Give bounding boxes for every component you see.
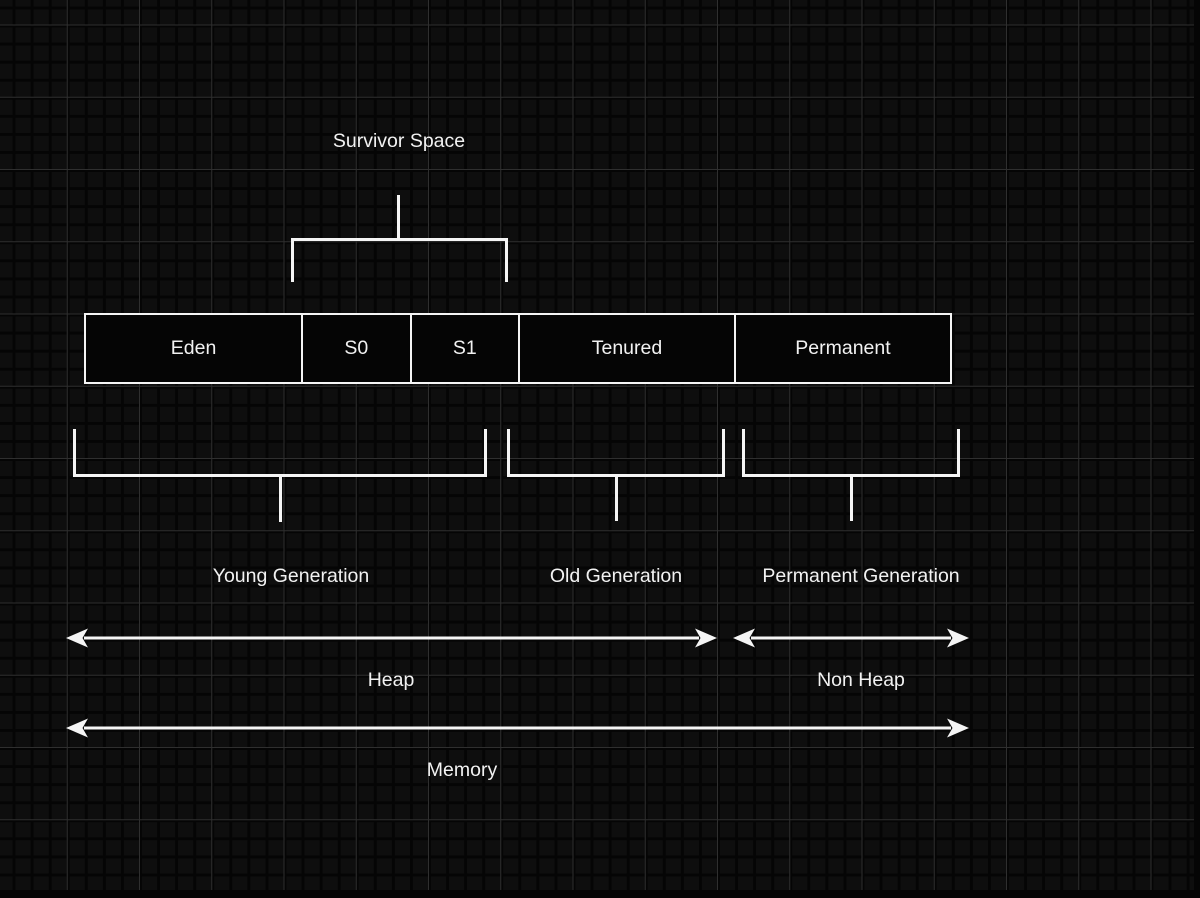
non-heap-label: Non Heap [817,669,905,691]
memory-arrow [66,718,969,738]
memory-box-label: Permanent [795,337,891,359]
memory-box-label: Eden [170,337,217,359]
memory-box-eden: Eden [86,315,301,382]
memory-box-label: S1 [452,337,477,359]
bottom-edge-bar [0,890,1200,898]
right-edge-bar [1194,0,1200,898]
heap-label: Heap [367,669,415,691]
memory-box-s1: S1 [409,315,518,382]
survivor-space-label: Survivor Space [332,130,466,152]
non-heap-arrow [733,628,969,648]
young-generation-label: Young Generation [212,565,370,587]
heap-arrow [66,628,717,648]
old-generation-label: Old Generation [549,565,683,587]
memory-box-s0: S0 [301,315,409,382]
memory-box-tenured: Tenured [517,315,734,382]
permanent-generation-bracket [742,429,960,521]
memory-boxes-row: Eden S0 S1 Tenured Permanent [84,313,952,384]
old-generation-bracket [507,429,725,521]
permanent-generation-label: Permanent Generation [762,565,960,587]
memory-box-permanent: Permanent [733,315,950,382]
young-generation-bracket [73,429,487,522]
memory-box-label: Tenured [591,337,663,359]
memory-box-label: S0 [344,337,369,359]
survivor-space-bracket [291,195,508,282]
memory-label: Memory [426,759,498,781]
